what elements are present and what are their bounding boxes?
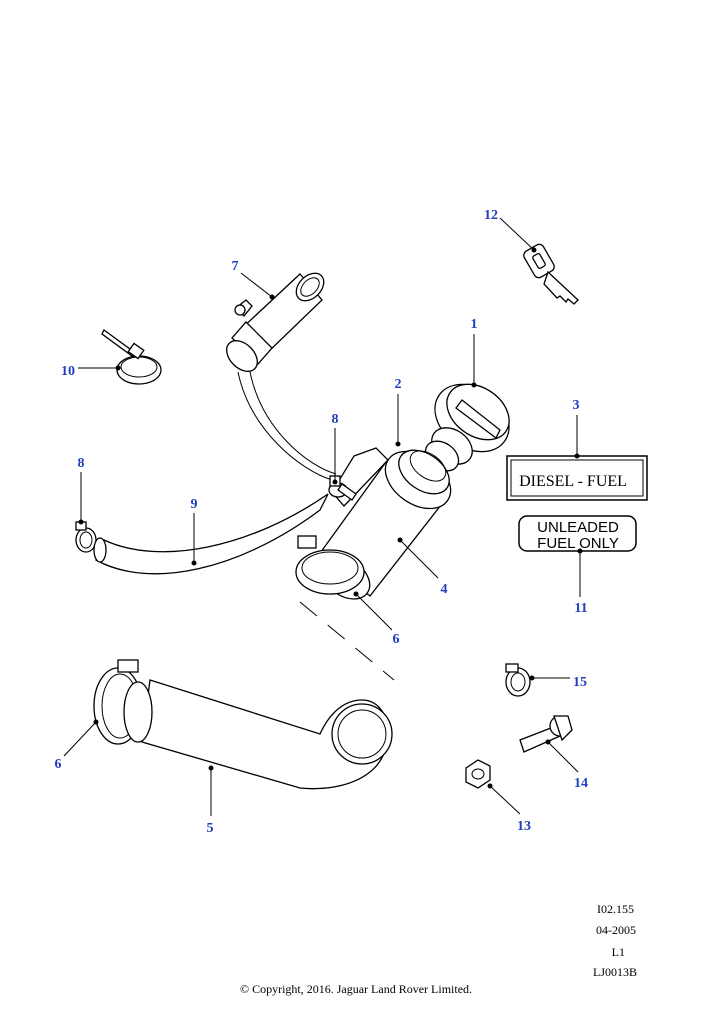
- unleaded-text-line1: UNLEADED: [537, 519, 619, 536]
- callout-12[interactable]: 12: [484, 208, 498, 223]
- callout-7[interactable]: 7: [232, 259, 239, 274]
- diesel-fuel-text: DIESEL - FUEL: [519, 473, 627, 490]
- unleaded-text-line2: FUEL ONLY: [537, 535, 619, 552]
- unleaded-fuel-label[interactable]: UNLEADED FUEL ONLY: [518, 515, 637, 552]
- callout-8-upper[interactable]: 8: [332, 412, 339, 427]
- small-clamp-part[interactable]: [505, 663, 531, 697]
- bolt-part[interactable]: [519, 715, 573, 753]
- filler-cap-part[interactable]: [420, 370, 522, 476]
- callout-8-left[interactable]: 8: [78, 456, 85, 471]
- callout-numbers: 1 2 3 4 5 6 6 7 8 8 9 10 11 12 13 14 15: [55, 208, 589, 836]
- callout-10[interactable]: 10: [61, 364, 75, 379]
- copyright-text: © Copyright, 2016. Jaguar Land Rover Lim…: [240, 982, 472, 996]
- cable-tie-part[interactable]: [101, 329, 162, 385]
- callout-2[interactable]: 2: [395, 377, 402, 392]
- callout-6-lower[interactable]: 6: [55, 757, 62, 772]
- hose-clip-part-left[interactable]: [75, 521, 97, 553]
- diagram-date: 04-2005: [596, 923, 636, 937]
- leader-lines: [63, 217, 583, 816]
- callout-3[interactable]: 3: [573, 398, 580, 413]
- nut-part[interactable]: [465, 759, 491, 789]
- callout-11[interactable]: 11: [574, 601, 587, 616]
- small-hose-part[interactable]: [93, 493, 329, 575]
- key-part[interactable]: [522, 243, 579, 305]
- callout-6-upper[interactable]: 6: [393, 632, 400, 647]
- main-hose-part[interactable]: [123, 679, 393, 790]
- callout-9[interactable]: 9: [191, 497, 198, 512]
- diagram-level: L1: [612, 945, 625, 959]
- hose-clamp-part-upper[interactable]: [295, 535, 365, 595]
- callout-15[interactable]: 15: [573, 675, 587, 690]
- breather-pipe-part[interactable]: [221, 268, 337, 481]
- callout-1[interactable]: 1: [471, 317, 478, 332]
- callout-13[interactable]: 13: [517, 819, 531, 834]
- diagram-metadata: I02.155 04-2005 L1 LJ0013B © Copyright, …: [240, 902, 637, 996]
- callout-4[interactable]: 4: [441, 582, 448, 597]
- diagram-ref: I02.155: [597, 902, 634, 916]
- diagram-code: LJ0013B: [593, 965, 637, 979]
- callout-14[interactable]: 14: [574, 776, 588, 791]
- callout-5[interactable]: 5: [207, 821, 214, 836]
- diesel-fuel-label[interactable]: DIESEL - FUEL: [506, 455, 648, 501]
